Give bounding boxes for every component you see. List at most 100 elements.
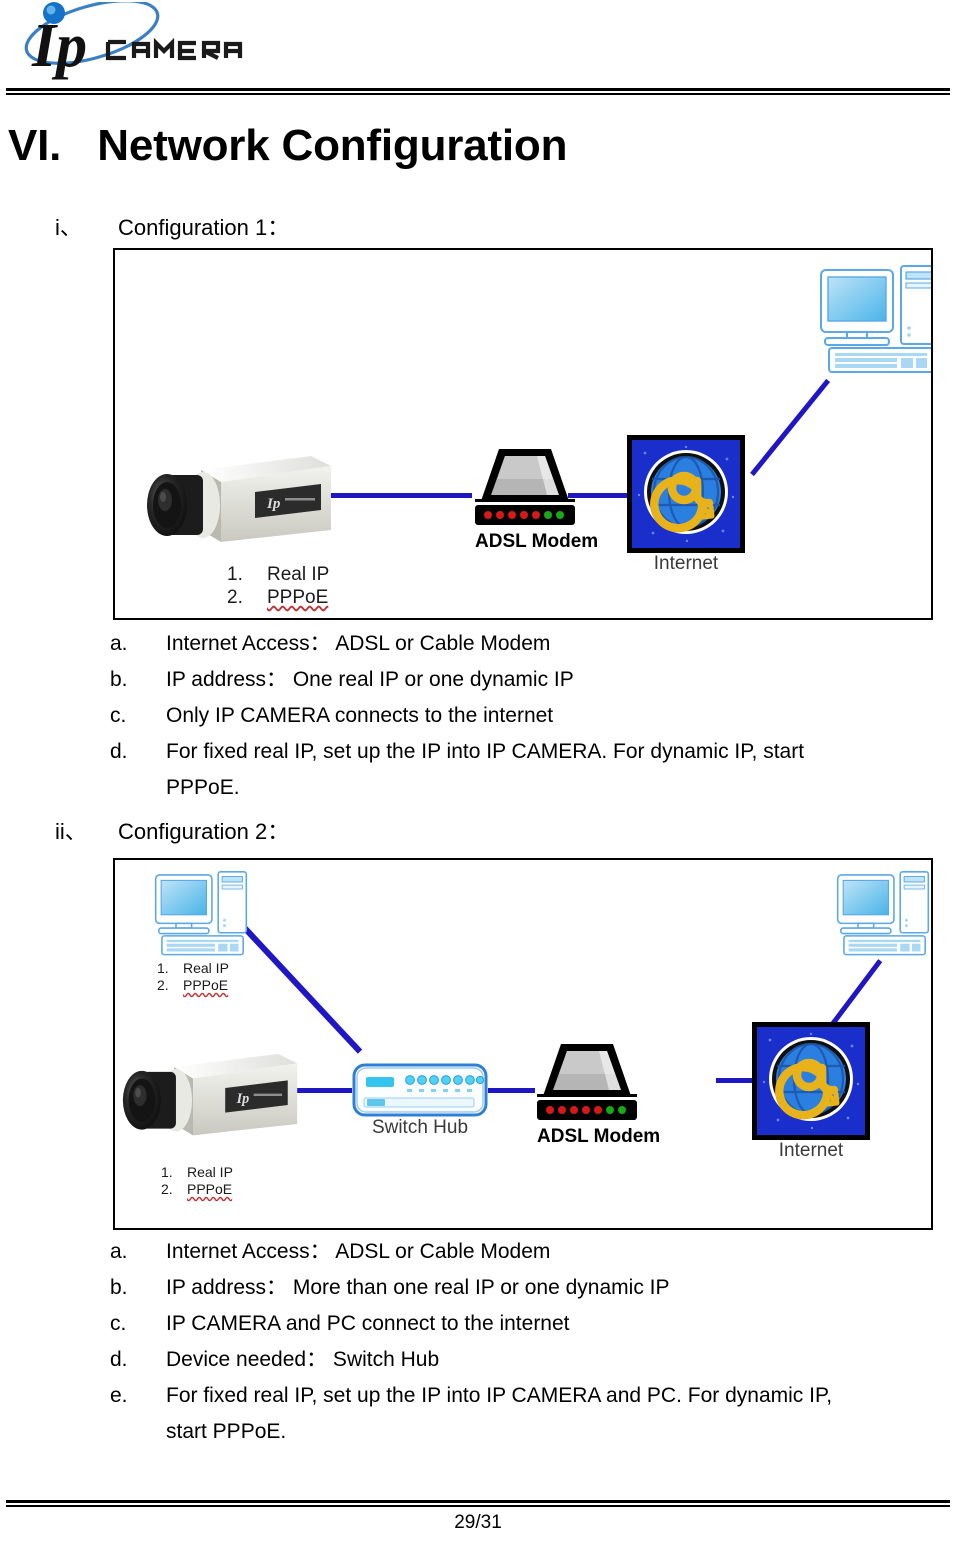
page-number: 29/31 — [454, 1512, 502, 1533]
list-text-continued: start PPPoE. — [166, 1420, 287, 1443]
list-text: IP address： More than one real IP or one… — [166, 1276, 670, 1299]
switch-hub-icon — [352, 1063, 488, 1117]
pc-workstation-icon — [154, 871, 248, 956]
network-diagram-configuration-1: Ip 1. Real IP 2.PPPoE — [113, 248, 933, 620]
annotation-text: Real IP — [183, 960, 229, 976]
link-hub-to-modem — [488, 1088, 535, 1093]
switch-hub-caption: Switch Hub — [371, 1117, 469, 1138]
list-item: e. For fixed real IP, set up the IP into… — [110, 1378, 956, 1450]
list-item: c. IP CAMERA and PC connect to the inter… — [110, 1306, 956, 1342]
config-2-bullet-list: a. Internet Access： ADSL or Cable Modem … — [110, 1234, 956, 1450]
camera-ip-annotation: 1. Real IP 2. PPPoE — [161, 1164, 233, 1198]
annotation-text: Real IP — [267, 564, 330, 585]
page-header: Ip — [0, 0, 956, 96]
list-item: a. Internet Access： ADSL or Cable Modem — [110, 626, 950, 662]
section-heading-config-2: ii、 Configuration 2： — [55, 818, 555, 848]
adsl-modem-caption: ADSL Modem — [537, 1126, 661, 1147]
list-text: Only IP CAMERA connects to the internet — [166, 704, 554, 727]
list-text: IP CAMERA and PC connect to the internet — [166, 1312, 570, 1335]
list-item: a. Internet Access： ADSL or Cable Modem — [110, 1234, 956, 1270]
annotation-row: 1. Real IP — [227, 563, 329, 586]
link-camera-to-hub — [252, 1088, 352, 1093]
pc-ip-annotation: 1. Real IP 2. PPPoE — [157, 960, 229, 994]
annotation-text: PPPoE — [183, 977, 229, 993]
internet-node: Internet — [752, 1022, 870, 1161]
annotation-number: 2. — [161, 1181, 173, 1197]
list-text: For fixed real IP, set up the IP into IP… — [166, 1384, 833, 1407]
section-1-roman: i、 — [55, 215, 82, 240]
list-item: c. Only IP CAMERA connects to the intern… — [110, 698, 950, 734]
network-diagram-configuration-2: 1. Real IP 2. PPPoE — [113, 858, 933, 1230]
list-marker: d. — [110, 740, 128, 763]
list-marker: b. — [110, 668, 128, 691]
adsl-modem-icon — [475, 449, 575, 525]
internet-caption: Internet — [778, 1140, 844, 1161]
list-marker: a. — [110, 1240, 128, 1263]
svg-text:Ip: Ip — [31, 12, 87, 80]
ip-camera-node: Ip — [145, 448, 335, 553]
internet-icon — [627, 435, 745, 553]
ip-camera-node: Ip — [121, 1046, 301, 1146]
camera-ip-annotation: 1. Real IP 2.PPPoE — [227, 563, 329, 609]
annotation-row: 2. PPPoE — [161, 1181, 233, 1198]
list-item: b. IP address： One real IP or one dynami… — [110, 662, 950, 698]
pc-workstation-node-right — [833, 870, 931, 958]
list-text: IP address： One real IP or one dynamic I… — [166, 668, 574, 691]
section-1-label: Configuration 1： — [118, 215, 290, 240]
list-marker: d. — [110, 1348, 128, 1371]
page-title: VI. Network Configuration — [8, 121, 568, 170]
annotation-row: 2.PPPoE — [227, 586, 329, 609]
internet-node: Internet — [627, 435, 745, 574]
list-marker: a. — [110, 632, 128, 655]
pc-workstation-icon — [820, 265, 931, 373]
header-divider — [6, 88, 950, 95]
annotation-text: Real IP — [187, 1164, 233, 1180]
internet-caption: Internet — [653, 553, 719, 574]
annotation-row: 1. Real IP — [157, 960, 229, 977]
svg-text:Ip: Ip — [236, 1091, 250, 1107]
section-2-roman: ii、 — [55, 819, 87, 844]
ip-camera-icon: Ip — [122, 1053, 298, 1136]
list-marker: c. — [110, 1312, 127, 1335]
switch-hub-node: Switch Hub — [352, 1063, 488, 1138]
link-internet-to-pc — [750, 378, 831, 477]
svg-text:Ip: Ip — [266, 496, 281, 512]
list-item: d. For fixed real IP, set up the IP into… — [110, 734, 950, 806]
ip-camera-logo: Ip — [14, 2, 284, 84]
pc-workstation-icon — [836, 871, 930, 956]
list-item: d. Device needed： Switch Hub — [110, 1342, 956, 1378]
pc-workstation-node — [815, 264, 931, 376]
list-text: Device needed： Switch Hub — [166, 1348, 440, 1371]
annotation-row: 1. Real IP — [161, 1164, 233, 1181]
link-pc-to-hub — [237, 920, 363, 1054]
link-modem-to-internet — [716, 1078, 756, 1083]
annotation-number: 2. — [227, 587, 243, 608]
list-text-continued: PPPoE. — [166, 776, 240, 799]
section-heading-config-1: i、 Configuration 1： — [55, 214, 555, 244]
list-text: For fixed real IP, set up the IP into IP… — [166, 740, 805, 763]
annotation-row: 2. PPPoE — [157, 977, 229, 994]
annotation-number: 1. — [157, 960, 169, 976]
config-1-bullet-list: a. Internet Access： ADSL or Cable Modem … — [110, 626, 950, 806]
pc-workstation-node-left — [151, 870, 251, 958]
annotation-number: 1. — [227, 564, 243, 585]
list-marker: e. — [110, 1384, 128, 1407]
logo-icon: Ip — [24, 2, 243, 80]
ip-camera-icon: Ip — [147, 456, 331, 542]
list-marker: b. — [110, 1276, 128, 1299]
section-2-label: Configuration 2： — [118, 819, 290, 844]
annotation-number: 1. — [161, 1164, 173, 1180]
list-text: Internet Access： ADSL or Cable Modem — [166, 632, 551, 655]
list-item: b. IP address： More than one real IP or … — [110, 1270, 956, 1306]
list-marker: c. — [110, 704, 127, 727]
link-modem-to-internet — [568, 493, 630, 498]
list-text: Internet Access： ADSL or Cable Modem — [166, 1240, 551, 1263]
adsl-modem-node: ADSL Modem — [475, 443, 598, 552]
annotation-number: 2. — [157, 977, 169, 993]
adsl-modem-node: ADSL Modem — [537, 1038, 660, 1147]
adsl-modem-icon — [537, 1044, 637, 1120]
annotation-text: PPPoE — [187, 1181, 233, 1197]
internet-icon — [752, 1022, 870, 1140]
link-camera-to-modem — [327, 493, 472, 498]
adsl-modem-caption: ADSL Modem — [475, 531, 599, 552]
